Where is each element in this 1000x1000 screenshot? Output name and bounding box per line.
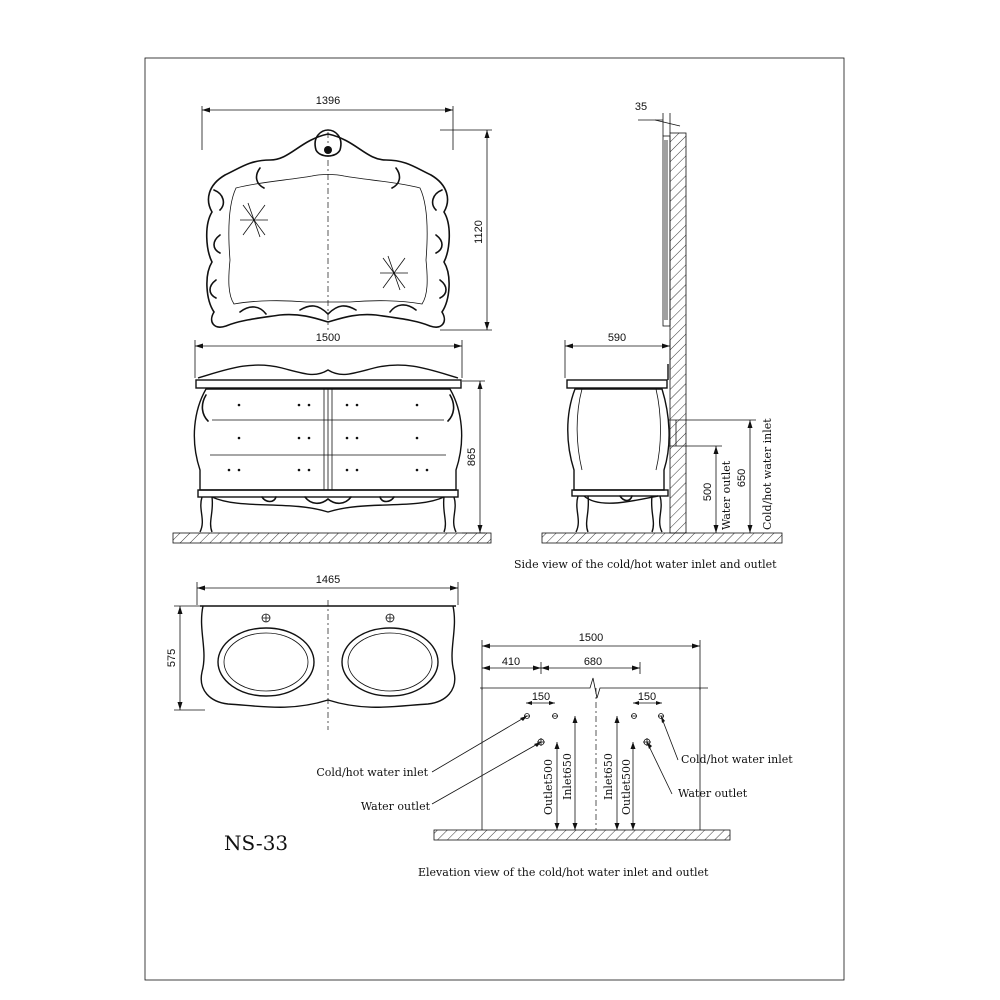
side-depth-dim: 590	[608, 332, 626, 344]
mirror-frame	[205, 133, 451, 328]
model-number: NS-33	[224, 831, 288, 855]
elevation-caption: Elevation view of the cold/hot water inl…	[418, 866, 709, 879]
side-wall-gap-dim: 35	[635, 101, 647, 113]
top-depth-dim: 575	[166, 649, 178, 667]
elev-left-outlet-vertical: Outlet500	[542, 759, 555, 815]
cabinet-front-view: 1500 865	[193, 332, 485, 534]
top-width-dim: 1465	[316, 574, 340, 586]
mirror-width-dim: 1396	[316, 95, 340, 107]
sheet-border	[144, 57, 845, 981]
mirror-front-view: 1396 1120	[201, 95, 492, 331]
elev-center-spacing: 680	[584, 656, 602, 668]
floor-side	[541, 532, 783, 544]
side-outlet-height: 500	[702, 483, 714, 501]
cabinet-height-dim: 865	[466, 448, 478, 466]
floor-elevation	[433, 829, 731, 841]
side-view-caption: Side view of the cold/hot water inlet an…	[514, 558, 777, 571]
elev-right-outlet-vertical: Outlet500	[620, 759, 633, 815]
elev-inlet-spacing-right: 150	[638, 691, 656, 703]
elev-callout-outlet-right: Water outlet	[678, 787, 748, 800]
elevation-view: 1500 410 680 150 150	[316, 632, 793, 830]
side-inlet-label: Cold/hot water inlet	[761, 418, 774, 530]
side-outlet-label: Water outlet	[720, 460, 733, 530]
elev-left-offset: 410	[502, 656, 520, 668]
mirror-height-dim: 1120	[473, 220, 485, 244]
side-inlet-height: 650	[736, 469, 748, 487]
floor-front	[172, 532, 492, 544]
elev-right-inlet-vertical: Inlet650	[602, 753, 615, 800]
elev-callout-outlet-left: Water outlet	[361, 800, 431, 813]
top-view: 1465 575	[166, 574, 459, 730]
mirror-glass	[228, 174, 428, 305]
elev-callout-inlet-right: Cold/hot water inlet	[681, 753, 793, 766]
elev-inlet-spacing-left: 150	[532, 691, 550, 703]
elev-callout-inlet-left: Cold/hot water inlet	[316, 766, 428, 779]
cabinet-width-dim: 1500	[316, 332, 340, 344]
elev-left-inlet-vertical: Inlet650	[561, 753, 574, 800]
elev-total-width: 1500	[579, 632, 603, 644]
side-view: 35 590 Water outlet 500 Cold/hot water i…	[564, 101, 774, 534]
